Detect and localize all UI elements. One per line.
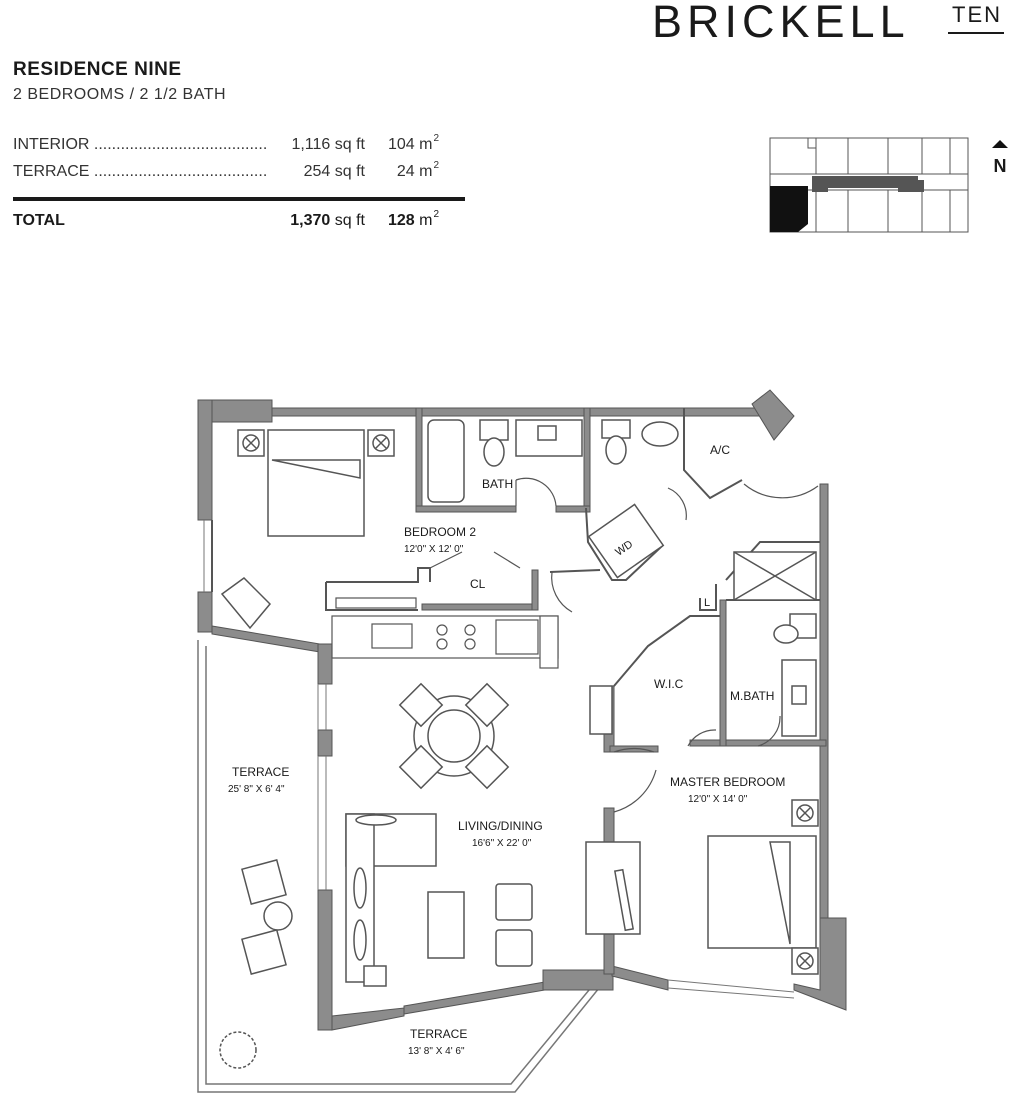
key-plan	[769, 137, 969, 233]
brand-logo: BRICKELL TEN	[652, 0, 1004, 47]
room-label-wic: W.I.C	[654, 677, 684, 691]
total-sqft: 1,370 sq ft	[290, 212, 365, 229]
area-sqft: 1,116 sq ft	[291, 136, 365, 153]
area-row-total: TOTAL 1,370 sq ft 128 m2	[13, 209, 465, 234]
kitchen-fixtures	[331, 597, 559, 669]
brand-underline	[948, 32, 1004, 34]
residence-name: RESIDENCE NINE	[13, 59, 182, 80]
room-dim-bedroom2: 12'0" X 12' 0"	[404, 544, 464, 555]
north-indicator: N	[988, 136, 1012, 177]
master-furniture	[589, 685, 819, 975]
bedroom2-furniture	[220, 429, 395, 630]
total-m2: 128 m2	[387, 209, 439, 229]
room-label-bedroom2: BEDROOM 2	[404, 525, 476, 539]
terrace-outline	[197, 640, 613, 1093]
room-dim-terrace-south: 13' 8" X 4' 6"	[408, 1046, 465, 1057]
area-label: TERRACE	[13, 163, 268, 181]
residence-type: 2 BEDROOMS / 2 1/2 BATH	[13, 86, 227, 103]
unit-highlight	[770, 186, 808, 232]
room-label-mbath: M.BATH	[730, 689, 774, 703]
room-label-master: MASTER BEDROOM	[670, 775, 785, 789]
area-m2: 104 m2	[387, 133, 439, 153]
total-label: TOTAL	[13, 212, 65, 229]
room-dim-master: 12'0" X 14' 0"	[688, 794, 748, 805]
dining-set	[398, 682, 510, 790]
room-label-living: LIVING/DINING	[458, 819, 543, 833]
room-label-bath: BATH	[482, 477, 513, 491]
room-label-linen: L	[704, 597, 710, 609]
room-label-ac: A/C	[710, 443, 730, 457]
room-label-terrace-south: TERRACE	[410, 1027, 467, 1041]
area-row-interior: INTERIOR 1,116 sq ft 104 m2	[13, 133, 465, 156]
north-label: N	[993, 156, 1007, 176]
windows	[203, 520, 795, 999]
floor-plan: BATH A/C BEDROOM 2 12'0" X 12' 0" CL WD …	[197, 389, 847, 1093]
room-dim-terrace-west: 25' 8" X 6' 4"	[228, 784, 285, 795]
total-divider	[13, 197, 465, 201]
brand-suffix: TEN	[952, 2, 1002, 27]
area-row-terrace: TERRACE 254 sq ft 24 m2	[13, 160, 465, 183]
brand-name: BRICKELL	[652, 0, 910, 47]
area-label: INTERIOR	[13, 136, 268, 154]
terrace-furniture	[219, 859, 293, 1069]
room-label-closet: CL	[470, 577, 486, 591]
north-arrow-icon	[992, 140, 1008, 148]
room-dim-living: 16'6" X 22' 0"	[472, 838, 532, 849]
room-label-terrace-west: TERRACE	[232, 765, 289, 779]
door-swings	[429, 477, 819, 813]
living-furniture	[345, 813, 641, 987]
core-corridor	[812, 176, 924, 192]
bath-fixtures	[427, 419, 817, 737]
area-m2: 24 m2	[396, 160, 439, 180]
area-sqft: 254 sq ft	[303, 163, 365, 180]
